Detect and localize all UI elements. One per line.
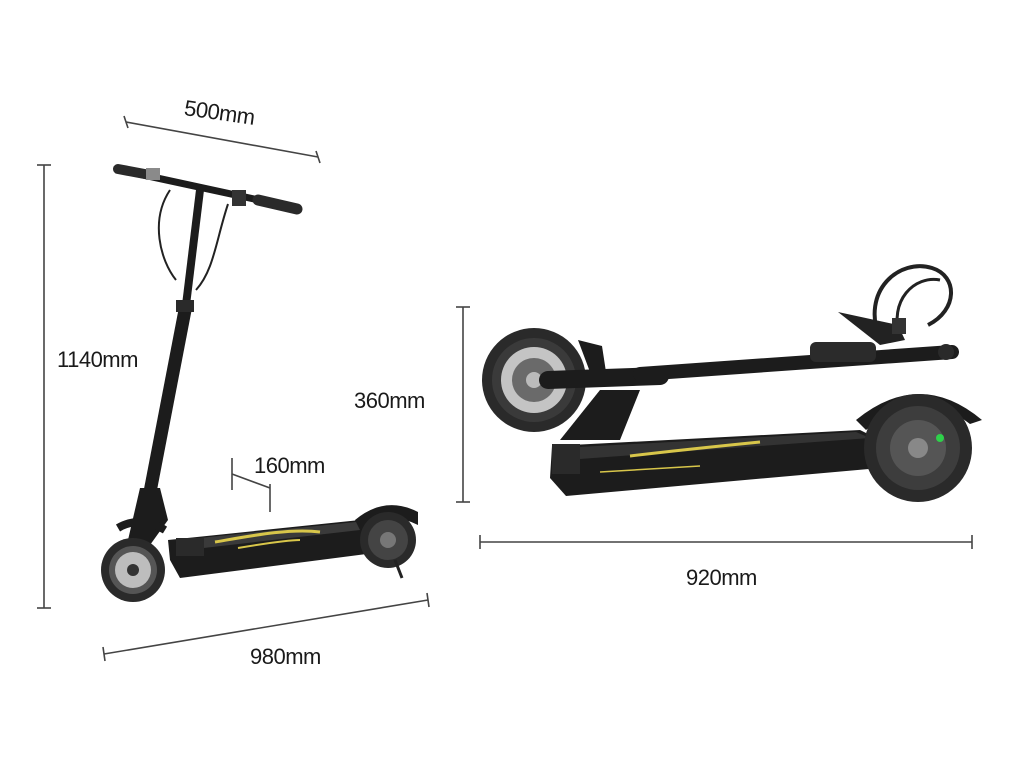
folded-rear-wheel: [856, 394, 982, 502]
front-wheel: [101, 538, 165, 602]
deck-height-label: 160mm: [254, 453, 325, 478]
front-fork: [115, 488, 168, 545]
dim-line-deck-height: [231, 458, 271, 512]
unfolded-length-label: 980mm: [250, 644, 321, 669]
deck: [168, 520, 398, 578]
dim-line-folded-length: [479, 535, 973, 549]
dim-line-unfolded-height: [37, 164, 51, 609]
stem: [143, 189, 204, 494]
dimension-lines: [37, 115, 973, 662]
folded-front-fender: [578, 340, 606, 372]
folded-scooter: [482, 264, 982, 502]
folded-front-wheel: [482, 328, 586, 432]
fold-joint: [560, 390, 640, 440]
rear-wheel: [355, 505, 418, 579]
dim-line-handlebar-width: [123, 115, 321, 164]
folded-length-label: 920mm: [686, 565, 757, 590]
dim-line-unfolded-length: [102, 592, 430, 662]
folded-deck: [550, 430, 880, 496]
folded-height-label: 360mm: [354, 388, 425, 413]
handlebar: [113, 164, 303, 291]
folded-stem: [539, 342, 959, 389]
folded-handlebar: [838, 264, 953, 345]
unfolded-height-label: 1140mm: [57, 347, 138, 372]
dim-line-folded-height: [456, 306, 470, 503]
unfolded-scooter: [101, 164, 418, 602]
